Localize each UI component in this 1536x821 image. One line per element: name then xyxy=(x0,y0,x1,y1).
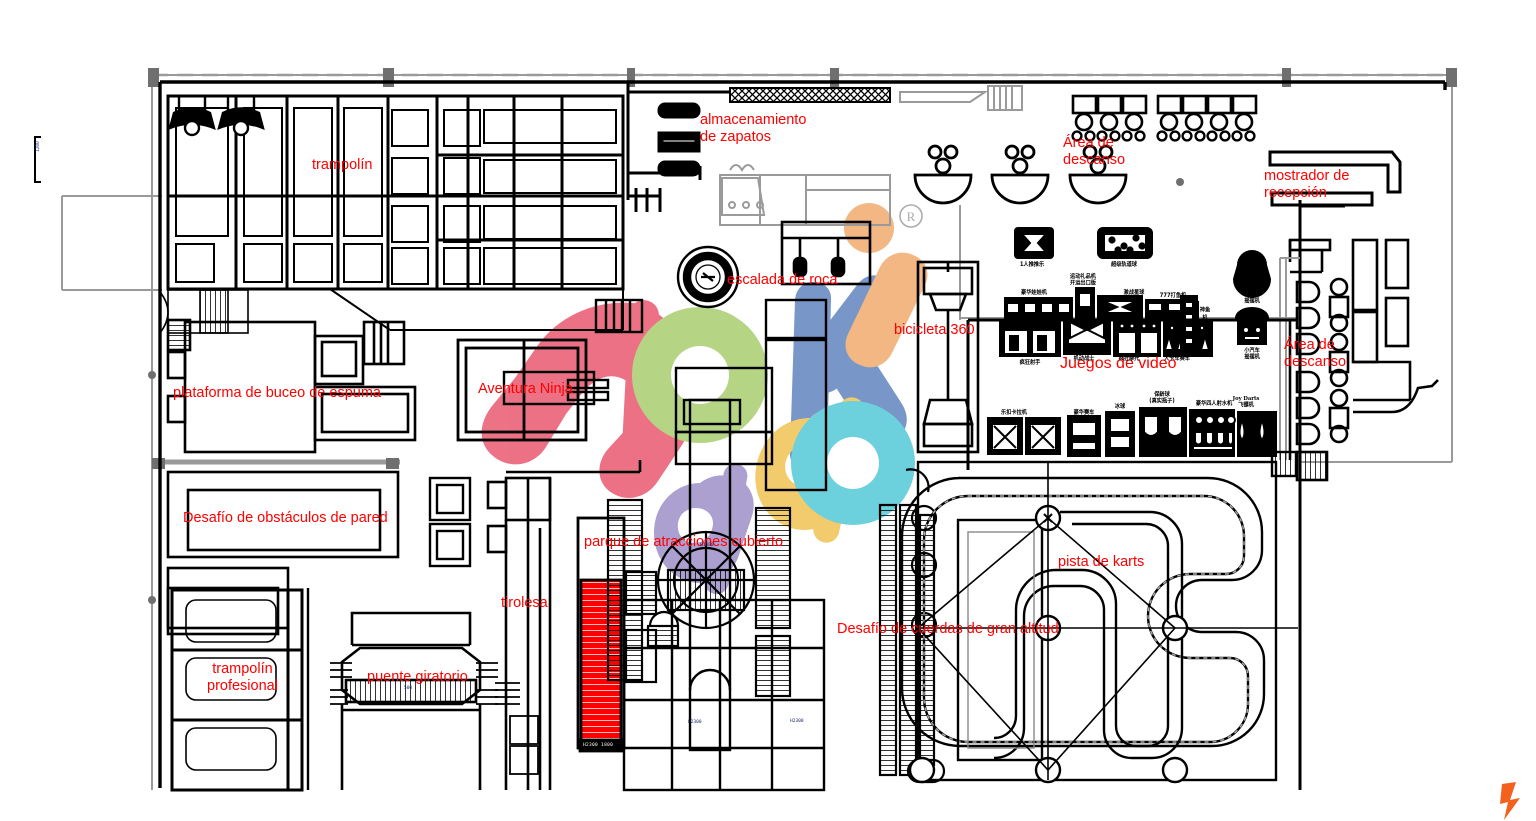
arcade-label-1: 1人推推乐 xyxy=(1019,261,1045,269)
arcade-label-12: 小飞机 摇摆机 xyxy=(1244,291,1260,305)
zone-label-area-descanso-1: Área de descanso xyxy=(1063,135,1126,168)
zone-label-bicicleta-360: bicicleta 360 xyxy=(894,322,975,338)
arcade-label-8: 机动战士 xyxy=(1073,355,1095,363)
zone-label-juegos-video: Juegos de video xyxy=(1060,355,1177,372)
zone-label-desafio-cuerdas-altitud: Desafío de cuerdas de gran altitud xyxy=(837,621,1059,637)
svg-text:R: R xyxy=(907,209,916,224)
dimension-right: H2300 xyxy=(790,719,804,724)
arcade-label-18: 豪华四人射水机 xyxy=(1195,400,1233,408)
zone-label-mostrador-recepcion: mostrador de recepción xyxy=(1264,168,1350,201)
zone-label-pista-karts: pista de karts xyxy=(1058,554,1145,570)
arcade-label-4: 运动礼品机 开运出口版 xyxy=(1070,273,1096,287)
zone-label-almacenamiento-zapatos: almacenamiento de zapatos xyxy=(700,112,807,145)
arcade-label-5: 激战星球 xyxy=(1123,289,1145,297)
arcade-label-3: 豪华娃娃机 xyxy=(1021,289,1047,297)
dimension-carousel: H1400 xyxy=(700,543,714,548)
dimension-center: H2300 xyxy=(688,720,702,725)
dimension-bottom-red: H2300 1800 xyxy=(582,743,615,748)
arcade-label-2: 超级轨道球 xyxy=(1111,261,1137,269)
zone-label-tirolesa: tirolesa xyxy=(501,595,548,611)
arcade-label-7: 疯狂射手 xyxy=(1019,359,1041,367)
arcade-label-14: 乐扣卡拉机 xyxy=(1001,409,1027,417)
arcade-label-16: 冰球 xyxy=(1114,403,1126,411)
zone-label-trampolin-profesional: trampolín profesional xyxy=(207,661,278,694)
zone-label-desafio-obstaculos-pared: Desafío de obstáculos de pared xyxy=(183,510,388,526)
zone-label-puente-giratorio: puente giratorio xyxy=(367,669,468,685)
zone-label-area-descanso-2: Área de descanso xyxy=(1284,337,1347,370)
arcade-label-11: 神鱼机 xyxy=(1199,307,1211,322)
arcade-label-10: 大卡车赛车 xyxy=(1164,355,1190,363)
arcade-label-19: Joy Darts 飞镖机 xyxy=(1232,395,1260,409)
zone-label-trampolin: trampolín xyxy=(312,157,373,173)
zone-label-plataforma-buceo-espuma: plataforma de buceo de espuma xyxy=(173,385,381,401)
zone-label-aventura-ninja: Aventura Ninja xyxy=(478,381,573,397)
arcade-label-9: 疯狂摩托 xyxy=(1118,355,1140,363)
arcade-label-13: 小汽车 摇摆机 xyxy=(1244,347,1260,361)
arcade-label-17: 保龄球 (真实瓶子) xyxy=(1149,391,1175,405)
zone-label-parque-atracciones-cubierto: parque de atracciones cubierto xyxy=(584,534,784,550)
dimension-left: 1200 xyxy=(36,141,41,152)
dimension-bridge: 500 xyxy=(404,686,413,691)
arcade-label-15: 豪华赛车 xyxy=(1073,409,1095,417)
zone-label-escalada-roca: escalada de roca xyxy=(727,272,838,288)
arcade-label-6: 777打鱼机 xyxy=(1159,292,1187,300)
